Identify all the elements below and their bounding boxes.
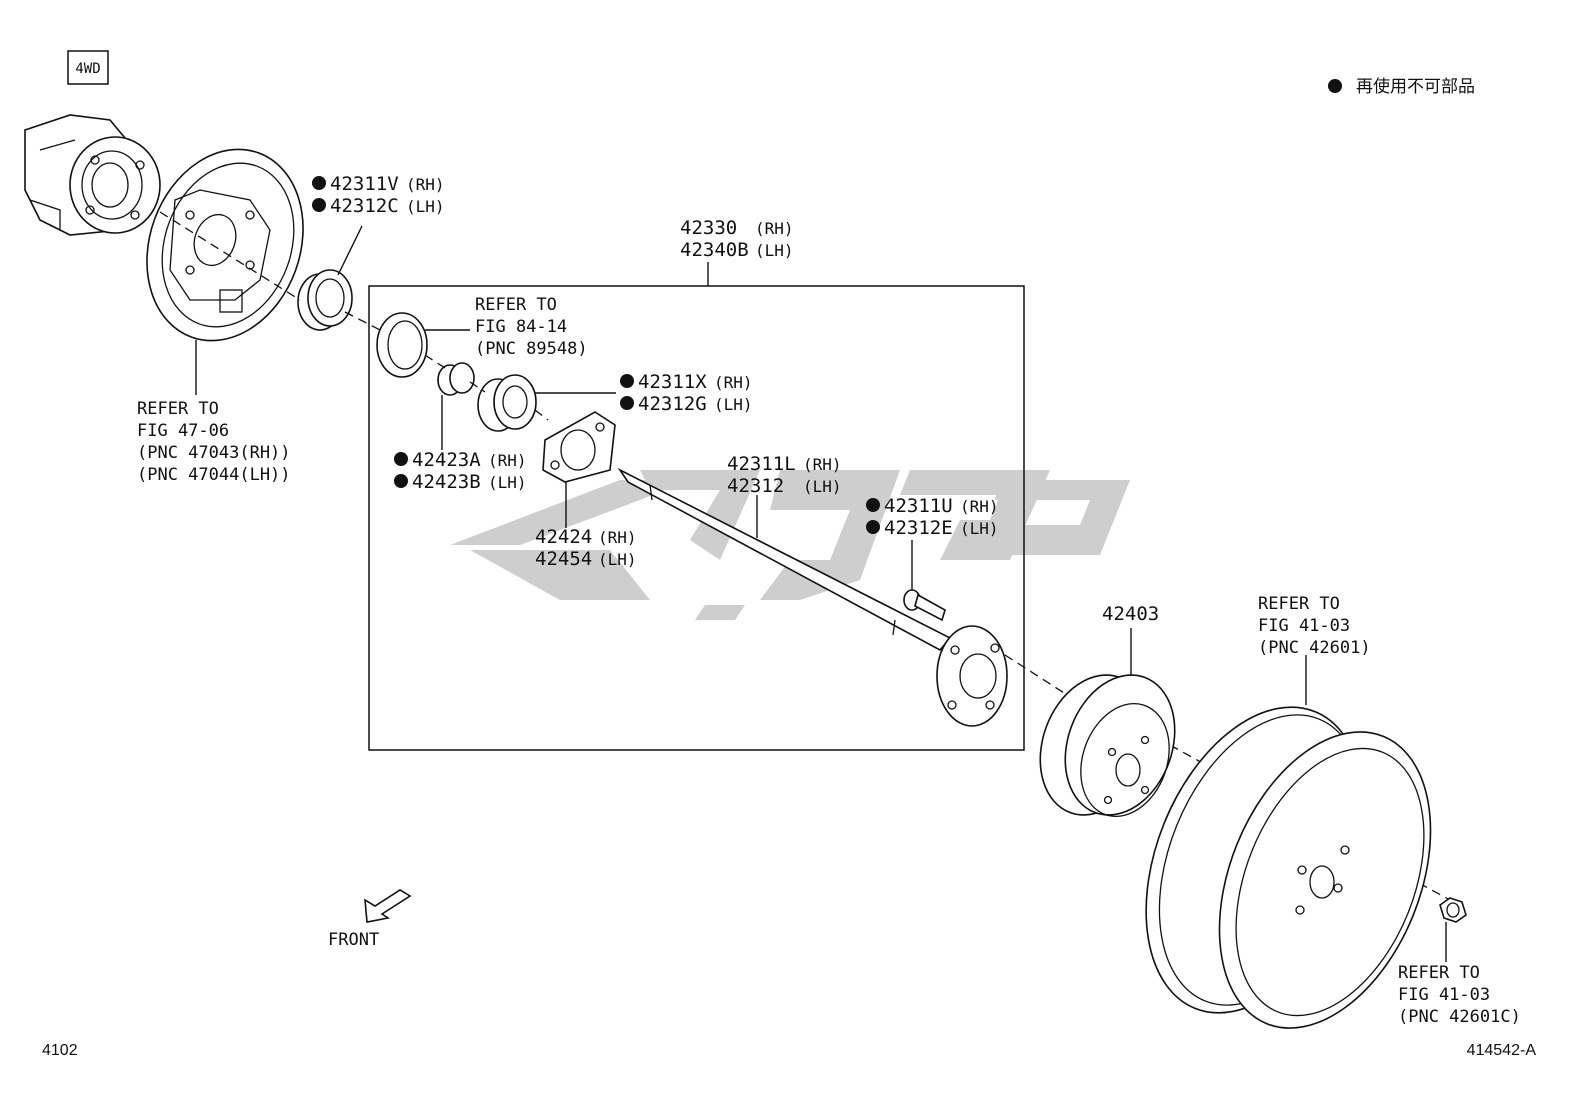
sensor-rotor-drawing bbox=[376, 312, 428, 378]
backing-plate-ref-line1: REFER TO bbox=[137, 399, 219, 419]
wheel-ref-line1: REFER TO bbox=[1258, 594, 1340, 614]
non-reusable-dot-icon bbox=[394, 474, 408, 488]
non-reusable-dot-icon bbox=[312, 198, 326, 212]
front-arrow-icon bbox=[364, 889, 412, 923]
hub-bolt-lh-suffix: (LH) bbox=[960, 519, 999, 538]
legend-text: 再使用不可部品 bbox=[1356, 76, 1475, 97]
retainer-plate-lh-code: 42454 bbox=[535, 548, 592, 570]
retainer-lh-code: 42423B bbox=[412, 471, 481, 493]
backing-plate-ref-line3: (PNC 47043(RH)) bbox=[137, 443, 291, 463]
axle-assembly-rh-code: 42330 bbox=[680, 217, 737, 239]
leader-oil-seal bbox=[337, 225, 363, 276]
bearing-drawing bbox=[477, 374, 537, 432]
axle-assembly-lh-suffix: (LH) bbox=[755, 241, 794, 260]
retainer-plate-rh-suffix: (RH) bbox=[598, 528, 637, 547]
bearing-lh-code: 42312G bbox=[638, 393, 707, 415]
oil-seal-drawing bbox=[297, 269, 353, 331]
retainer-lh-suffix: (LH) bbox=[488, 473, 527, 492]
nut-ref-line1: REFER TO bbox=[1398, 963, 1480, 983]
sensor-rotor-ref-line3: (PNC 89548) bbox=[475, 339, 588, 359]
hub-bolt-rh-suffix: (RH) bbox=[960, 497, 999, 516]
footer-left-code: 4102 bbox=[42, 1042, 78, 1059]
footer-right-code: 414542-A bbox=[1467, 1042, 1537, 1059]
backing-plate-ref-line4: (PNC 47044(LH)) bbox=[137, 465, 291, 485]
oil-seal-rh-code: 42311V bbox=[330, 173, 399, 195]
hub-bolt-rh-code: 42311U bbox=[884, 495, 953, 517]
bearing-lh-suffix: (LH) bbox=[714, 395, 753, 414]
non-reusable-dot-icon bbox=[620, 396, 634, 410]
axle-assembly-rh-suffix: (RH) bbox=[755, 219, 794, 238]
non-reusable-dot-icon bbox=[866, 498, 880, 512]
badge-box bbox=[67, 50, 109, 85]
axle-assembly-lh-code: 42340B bbox=[680, 239, 749, 261]
retainer-plate-lh-suffix: (LH) bbox=[598, 550, 637, 569]
sensor-rotor-ref-line1: REFER TO bbox=[475, 295, 557, 315]
watermark-logo bbox=[450, 470, 1130, 620]
sensor-rotor-ref-line2: FIG 84-14 bbox=[475, 317, 567, 337]
badge-4wd: 4WD bbox=[75, 61, 100, 77]
backing-plate-ref-line2: FIG 47-06 bbox=[137, 421, 229, 441]
wheel-drawing bbox=[1145, 706, 1432, 1029]
retainer-plate-rh-code: 42424 bbox=[535, 526, 592, 548]
non-reusable-dot-icon bbox=[394, 452, 408, 466]
non-reusable-dot-icon bbox=[620, 374, 634, 388]
retainer-rh-code: 42423A bbox=[412, 449, 481, 471]
non-reusable-dot-icon bbox=[866, 520, 880, 534]
retainer-ring-drawing bbox=[437, 362, 475, 396]
axle-shaft-lh-code: 42312 bbox=[727, 475, 784, 497]
brake-drum-drawing bbox=[1039, 674, 1176, 818]
nut-ref-line2: FIG 41-03 bbox=[1398, 985, 1490, 1005]
axle-shaft-rh-code: 42311L bbox=[727, 453, 796, 475]
nut-ref-line3: (PNC 42601C) bbox=[1398, 1007, 1521, 1027]
brake-drum-code: 42403 bbox=[1102, 603, 1159, 625]
legend-dot-icon bbox=[1328, 79, 1342, 93]
wheel-ref-line3: (PNC 42601) bbox=[1258, 638, 1371, 658]
non-reusable-dot-icon bbox=[312, 176, 326, 190]
retainer-plate-drawing bbox=[542, 411, 616, 483]
axle-shaft-rh-suffix: (RH) bbox=[803, 455, 842, 474]
front-label: FRONT bbox=[328, 930, 379, 950]
wheel-ref-line2: FIG 41-03 bbox=[1258, 616, 1350, 636]
oil-seal-lh-code: 42312C bbox=[330, 195, 399, 217]
bearing-rh-suffix: (RH) bbox=[714, 373, 753, 392]
oil-seal-lh-suffix: (LH) bbox=[406, 197, 445, 216]
axle-assembly-box bbox=[368, 285, 1025, 751]
center-line bbox=[159, 211, 1451, 901]
oil-seal-rh-suffix: (RH) bbox=[406, 175, 445, 194]
axle-housing-drawing bbox=[24, 114, 161, 236]
bearing-rh-code: 42311X bbox=[638, 371, 707, 393]
wheel-nut-drawing bbox=[1439, 897, 1467, 923]
axle-shaft-lh-suffix: (LH) bbox=[803, 477, 842, 496]
axle-shaft-drawing bbox=[617, 467, 1008, 727]
brake-backing-plate-drawing bbox=[146, 148, 304, 342]
hub-bolt-drawing bbox=[903, 589, 946, 622]
retainer-rh-suffix: (RH) bbox=[488, 451, 527, 470]
hub-bolt-lh-code: 42312E bbox=[884, 517, 953, 539]
